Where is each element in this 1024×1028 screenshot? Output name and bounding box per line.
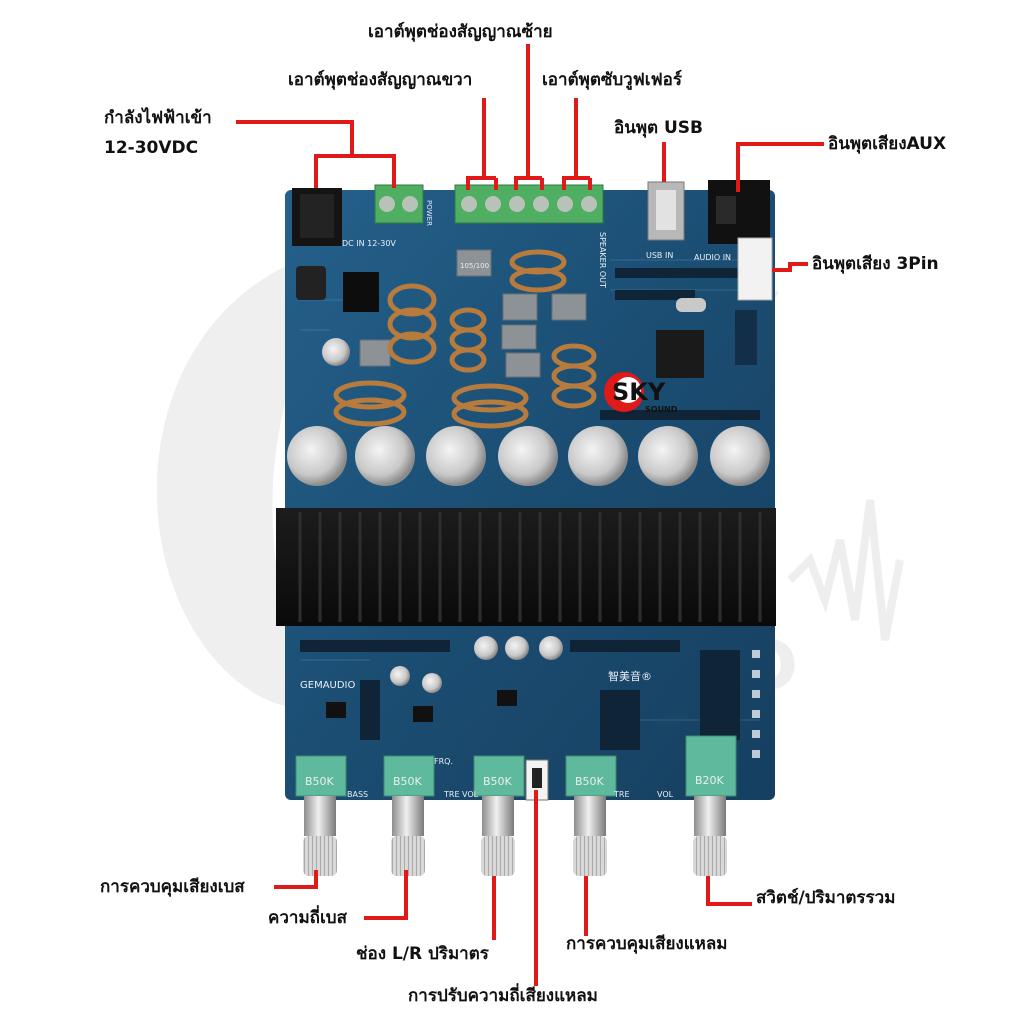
callout-sub-out: เอาต์พุตซับวูฟเฟอร์ — [542, 70, 682, 90]
logo-main: SKY — [612, 378, 666, 406]
silk-bass: BASS — [347, 790, 368, 799]
callout-3pin-in: อินพุตเสียง 3Pin — [812, 254, 939, 274]
silk-tre-vol: TRE VOL — [443, 790, 479, 799]
callout-power-line1: กำลังไฟฟ้าเข้า — [104, 108, 212, 128]
capacitors — [287, 338, 770, 693]
usb-connector — [647, 181, 685, 241]
silk-dc-in: DC IN 12-30V — [342, 239, 396, 248]
inductor-coils — [333, 249, 597, 429]
callout-master: สวิตช์/ปริมาตรรวม — [756, 888, 896, 908]
callout-power-line2: 12-30VDC — [104, 138, 199, 158]
inductor-label: 105/100 — [460, 262, 489, 270]
silk-vol: VOL — [657, 790, 674, 799]
pot-bass-frq — [383, 755, 435, 876]
power-terminal — [374, 184, 424, 224]
potentiometers: B50K B50K B50K B50K B20K — [295, 735, 737, 876]
heatsink — [276, 508, 776, 626]
pot-value-2: B50K — [393, 775, 423, 788]
callout-right-out: เอาต์พุตช่องสัญญาณขวา — [288, 70, 473, 90]
chip — [656, 330, 704, 378]
silk-frq: FRQ. — [434, 757, 453, 766]
3pin-connector — [737, 237, 773, 301]
callout-usb-in: อินพุต USB — [614, 118, 704, 138]
silk-audio-in: AUDIO IN — [694, 253, 731, 262]
callout-bass-freq: ความถี่เบส — [268, 908, 347, 928]
callout-aux-in: อินพุตเสียงAUX — [828, 134, 947, 154]
pot-tre — [565, 755, 617, 876]
silk-speaker-out: SPEAKER OUT — [598, 232, 607, 288]
logo-sub: SOUND — [645, 405, 678, 414]
speaker-terminal — [454, 184, 604, 224]
callout-treble-freq: การปรับความถี่เสียงแหลม — [408, 986, 598, 1006]
pot-value-1: B50K — [305, 775, 335, 788]
pot-value-5: B20K — [695, 774, 725, 787]
silk-power: POWER — [425, 200, 433, 226]
callout-bass-vol: การควบคุมเสียงเบส — [100, 877, 245, 897]
pot-value-4: B50K — [575, 775, 605, 788]
callout-treble-vol: การควบคุมเสียงแหลม — [566, 934, 728, 954]
pot-tre-vol — [473, 755, 525, 876]
callout-lr-vol: ช่อง L/R ปริมาตร — [356, 944, 489, 964]
silk-brand: GEMAUDIO — [300, 680, 356, 691]
pot-value-3: B50K — [483, 775, 513, 788]
sky-sound-logo: SKY SOUND — [604, 372, 678, 414]
pot-bass — [295, 755, 347, 876]
silk-tre: TRE — [613, 790, 630, 799]
callout-lines — [236, 44, 824, 986]
pot-master-vol — [685, 735, 737, 876]
amplifier-board — [276, 180, 776, 801]
silk-chinese: 智美音® — [608, 669, 652, 683]
callout-left-out: เอาต์พุตช่องสัญญาณซ้าย — [368, 22, 553, 42]
silk-usb-in: USB IN — [646, 251, 673, 260]
